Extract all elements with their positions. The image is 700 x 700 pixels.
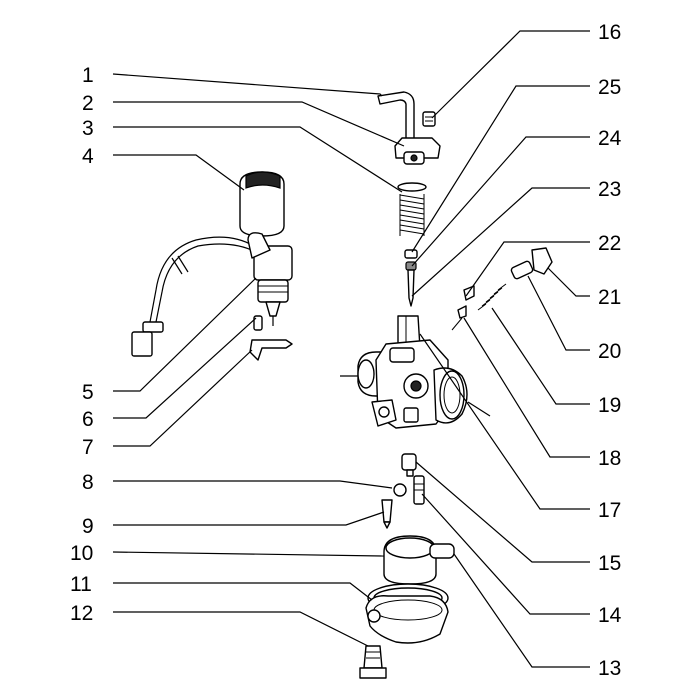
- leader-17: [419, 333, 590, 510]
- callout-24: 24: [598, 127, 622, 150]
- callout-16: 16: [598, 21, 621, 44]
- leader-10: [112, 551, 385, 557]
- part-idle-screw-set: [451, 247, 553, 331]
- callouts-right: 16 25 24 23 22 21 20 19 18 17 15 14 13: [598, 21, 622, 680]
- part-float: [383, 535, 455, 585]
- part-needle-clip: [404, 249, 418, 259]
- part-carburettor-body: [340, 315, 491, 429]
- leader-8: [113, 480, 393, 489]
- callout-13: 13: [598, 657, 621, 680]
- leader-1: [112, 73, 383, 97]
- part-choke-cap: [239, 171, 285, 237]
- callout-8: 8: [82, 471, 94, 494]
- leader-24: [411, 136, 590, 267]
- part-jet-holder: [413, 475, 425, 505]
- part-choke-lever: [249, 339, 293, 361]
- leader-11: [113, 582, 373, 601]
- part-bowl-screw: [359, 645, 387, 679]
- leader-5: [113, 277, 257, 392]
- callout-20: 20: [598, 340, 621, 363]
- leader-4: [113, 154, 245, 191]
- part-spring: [397, 182, 427, 236]
- leader-20: [527, 275, 590, 351]
- leader-25: [411, 85, 590, 253]
- part-pilot-jet: [393, 483, 407, 497]
- leader-6: [113, 317, 257, 419]
- part-float-bowl: [365, 595, 449, 644]
- part-fuel-pipe: [377, 91, 415, 141]
- leader-22: [465, 241, 590, 297]
- leader-15: [415, 461, 590, 563]
- leader-3: [113, 126, 403, 193]
- callout-22: 22: [598, 232, 621, 255]
- leader-9: [113, 511, 385, 526]
- part-top-cover: [394, 137, 441, 165]
- callout-9: 9: [82, 515, 94, 538]
- callout-4: 4: [82, 145, 94, 168]
- part-needle: [405, 261, 417, 307]
- part-main-jet: [401, 453, 417, 477]
- callout-23: 23: [598, 178, 621, 201]
- callout-12: 12: [70, 602, 93, 625]
- callout-17: 17: [598, 499, 621, 522]
- callouts-left: 1 2 3 4 5 6 7 8 9 10 11 12: [70, 64, 94, 625]
- callout-2: 2: [82, 92, 94, 115]
- leader-19: [491, 307, 590, 405]
- callout-3: 3: [82, 117, 94, 140]
- callout-11: 11: [70, 573, 92, 596]
- callout-15: 15: [598, 552, 621, 575]
- callout-10: 10: [70, 542, 93, 565]
- leader-23: [411, 187, 590, 297]
- callout-25: 25: [598, 76, 621, 99]
- part-choke-pin: [253, 315, 263, 331]
- leader-lines: [112, 30, 590, 668]
- callout-18: 18: [598, 447, 621, 470]
- leader-18: [463, 317, 590, 458]
- callout-21: 21: [598, 286, 621, 309]
- leader-2: [113, 101, 405, 147]
- callout-19: 19: [598, 394, 621, 417]
- callout-7: 7: [82, 436, 94, 459]
- part-top-screw: [422, 111, 436, 127]
- leader-13: [453, 553, 590, 668]
- part-float-needle: [381, 499, 393, 529]
- leader-21: [547, 267, 590, 297]
- leader-14: [421, 493, 590, 615]
- leader-7: [113, 349, 253, 447]
- callout-6: 6: [82, 408, 94, 431]
- leader-16: [431, 30, 590, 119]
- callout-14: 14: [598, 604, 622, 627]
- leader-12: [113, 611, 369, 647]
- part-electric-choke: [131, 232, 293, 357]
- callout-1: 1: [82, 64, 94, 87]
- callout-5: 5: [82, 381, 94, 404]
